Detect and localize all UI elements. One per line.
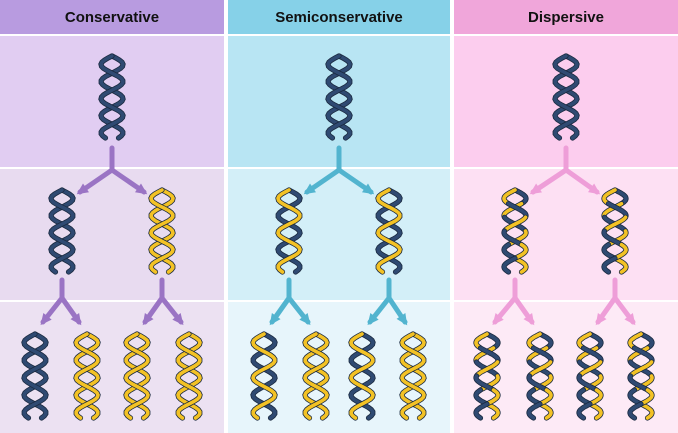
semiconservative-gen3-helix-3 bbox=[348, 331, 376, 421]
conservative-gen3-helix-4 bbox=[175, 331, 203, 421]
dispersive-gen1-helix-1 bbox=[552, 53, 580, 141]
semiconservative-generation-2-cell bbox=[228, 169, 450, 300]
dispersive-arrow-gen1-to-gen2 bbox=[529, 145, 601, 195]
dispersive-gen2-helix-1 bbox=[501, 187, 529, 275]
semiconservative-gen2-helix-1 bbox=[275, 187, 303, 275]
header-semiconservative: Semiconservative bbox=[228, 0, 450, 34]
semiconservative-gen1-helix-1 bbox=[325, 53, 353, 141]
dispersive-gen3-helix-3 bbox=[576, 331, 604, 421]
conservative-arrow-gen2-left bbox=[40, 277, 82, 326]
semiconservative-arrow-gen1-to-gen2 bbox=[303, 145, 375, 195]
semiconservative-gen2-helix-2 bbox=[375, 187, 403, 275]
semiconservative-gen3-helix-4 bbox=[399, 331, 427, 421]
conservative-arrow-gen2-right bbox=[142, 277, 184, 326]
conservative-gen3-helix-1 bbox=[21, 331, 49, 421]
conservative-gen1-helix-1 bbox=[98, 53, 126, 141]
dispersive-arrow-gen2-left bbox=[492, 277, 535, 326]
conservative-generation-2-cell bbox=[0, 169, 224, 300]
semiconservative-gen3-helix-2 bbox=[302, 331, 330, 421]
dispersive-gen2-helix-2 bbox=[601, 187, 629, 275]
dispersive-gen3-helix-1 bbox=[473, 331, 501, 421]
dispersive-gen3-helix-4 bbox=[627, 331, 655, 421]
dispersive-arrow-gen2-right bbox=[595, 277, 636, 326]
semiconservative-arrow-gen2-left bbox=[269, 277, 311, 326]
dispersive-gen3-helix-2 bbox=[526, 331, 554, 421]
conservative-arrow-gen1-to-gen2 bbox=[76, 145, 148, 195]
conservative-gen2-helix-1 bbox=[48, 187, 76, 275]
dispersive-generation-2-cell bbox=[454, 169, 678, 300]
header-conservative: Conservative bbox=[0, 0, 224, 34]
semiconservative-gen3-helix-1 bbox=[250, 331, 278, 421]
conservative-gen2-helix-2 bbox=[148, 187, 176, 275]
header-dispersive: Dispersive bbox=[454, 0, 678, 34]
semiconservative-arrow-gen2-right bbox=[367, 277, 408, 326]
conservative-gen3-helix-3 bbox=[123, 331, 151, 421]
conservative-gen3-helix-2 bbox=[73, 331, 101, 421]
